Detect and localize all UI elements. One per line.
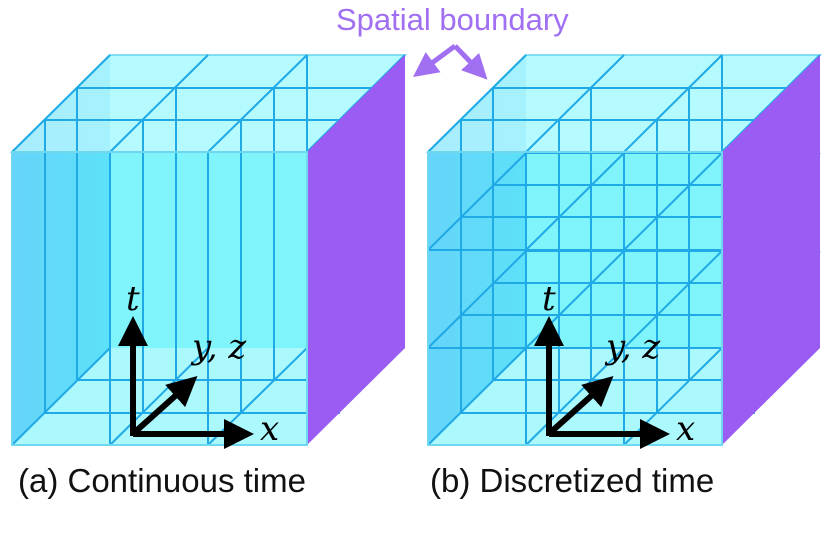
panel-b-x-label: x (676, 409, 695, 449)
panel-a-yz-axis (132, 375, 198, 435)
panel-a-t-label: t (126, 279, 140, 319)
panel-a-cube (9, 54, 408, 446)
panel-b-t-label: t (542, 279, 556, 319)
panel-b-yz-axis (548, 375, 614, 435)
panel-a-boundary-right (307, 55, 405, 445)
panel-b-cube (425, 54, 823, 446)
boundary-arrow-left (412, 43, 457, 77)
panel-a-axes: t y, z x (118, 279, 279, 449)
panel-a-caption: (a) Continuous time (18, 462, 306, 499)
boundary-pointer (412, 43, 488, 80)
boundary-arrow-right (453, 44, 488, 80)
panel-b-caption: (b) Discretized time (430, 462, 715, 499)
panel-a-yz-label: y, z (190, 327, 247, 367)
panel-b-axes: t y, z x (534, 279, 695, 449)
spatial-boundary-label: Spatial boundary (336, 2, 569, 37)
panel-a-x-label: x (260, 409, 279, 449)
panel-b-boundary-right (722, 55, 820, 445)
panel-b-yz-label: y, z (604, 327, 661, 367)
